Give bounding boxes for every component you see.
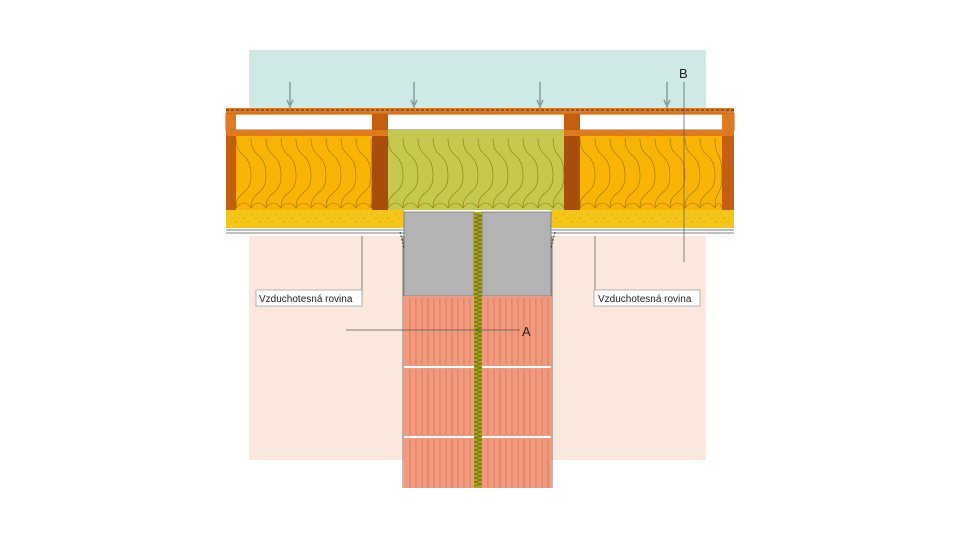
airtight-label-right-text: Vzduchotesná rovina: [598, 294, 692, 305]
brick-perforations: [409, 298, 549, 488]
insulation-pattern: [235, 137, 723, 209]
rafter-right: [722, 136, 734, 210]
concrete-beam-left: [403, 211, 475, 297]
brick-wall: [404, 296, 551, 488]
rafter-mid-left: [372, 136, 388, 210]
marker-a: A: [522, 324, 531, 339]
fasteners: [286, 82, 671, 108]
fiberboard: [226, 210, 404, 228]
top-membrane: [226, 108, 734, 114]
airtight-label-right: Vzduchotesná rovina: [593, 289, 701, 307]
airtight-label-left-text: Vzduchotesná rovina: [259, 294, 353, 305]
concrete-beam-right: [481, 211, 552, 297]
rafter-mid-right: [564, 136, 580, 210]
joint-insulation: [474, 212, 482, 488]
exterior-zone: [249, 50, 706, 110]
interior-finish: [226, 229, 734, 234]
interior-zone-right: [551, 236, 706, 460]
fiberboard-right: [551, 210, 734, 228]
joint-pattern: [473, 213, 483, 487]
counter-batten-layer: [225, 113, 735, 131]
marker-b: B: [679, 66, 688, 81]
interior-zone-left: [249, 236, 404, 460]
airtight-label-left: Vzduchotesná rovina: [255, 289, 363, 307]
rafter-left: [226, 136, 236, 210]
fiberboard-texture: [227, 213, 733, 223]
center-insulation: [388, 130, 564, 210]
